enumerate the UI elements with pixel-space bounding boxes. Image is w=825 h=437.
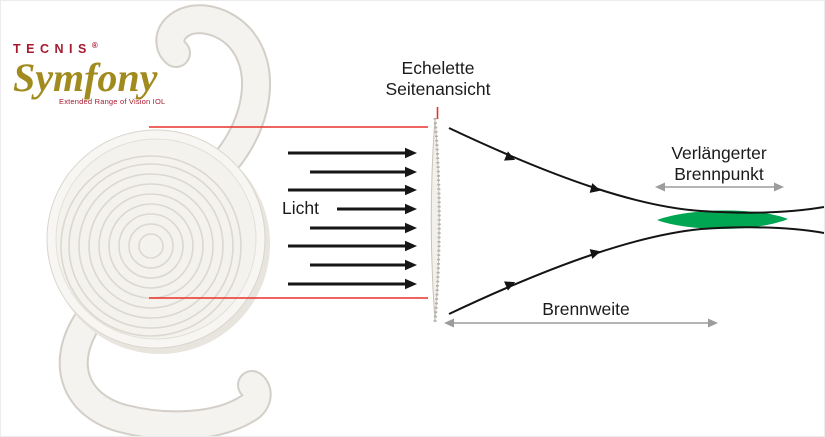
- light-label: Licht: [282, 198, 319, 218]
- light-arrows: [288, 147, 417, 290]
- brand-tagline: Extended Range of Vision IOL: [59, 97, 166, 106]
- lens-haptic-bottom: [58, 304, 272, 436]
- focal-length-extent-arrow: [444, 318, 718, 328]
- iol-lens-illustration: [46, 4, 272, 436]
- lens-diffractive-rings: [60, 155, 242, 337]
- ray-arrowhead: [589, 183, 601, 193]
- ray-arrowhead: [504, 151, 516, 161]
- registered-mark: ®: [91, 41, 98, 50]
- echelette-label-line2: Seitenansicht: [385, 79, 491, 99]
- ray-arrowhead: [504, 281, 516, 291]
- echelette-body: [430, 117, 440, 323]
- echelette-label-line1: Echelette: [401, 58, 475, 78]
- extended-focus-label: Verlängerter Brennpunkt: [634, 143, 804, 185]
- extended-focus-extent-arrow: [655, 182, 784, 192]
- ray-bottom: [448, 226, 824, 315]
- ray-top: [448, 127, 824, 214]
- extended-focus-zone: [657, 210, 788, 229]
- echelette-profile: [430, 117, 441, 323]
- brand-logo: TECNIS® Symfony Extended Range of Vision…: [13, 41, 213, 106]
- lens-haptic-top: [155, 4, 271, 176]
- extended-focus-label-line1: Verlängerter: [671, 143, 767, 163]
- tecnis-wordmark: TECNIS®: [13, 41, 213, 56]
- extended-focus-label-line2: Brennpunkt: [674, 164, 764, 184]
- ray-arrowhead: [589, 249, 601, 259]
- red-reference-lines: [149, 107, 439, 299]
- focal-length-label: Brennweite: [542, 299, 630, 319]
- symfony-wordmark: Symfony: [13, 55, 158, 100]
- tecnis-name: TECNIS: [13, 42, 92, 56]
- echelette-serration: [433, 117, 441, 323]
- echelette-label: Echelette Seitenansicht: [348, 58, 528, 100]
- converging-rays: [448, 127, 824, 315]
